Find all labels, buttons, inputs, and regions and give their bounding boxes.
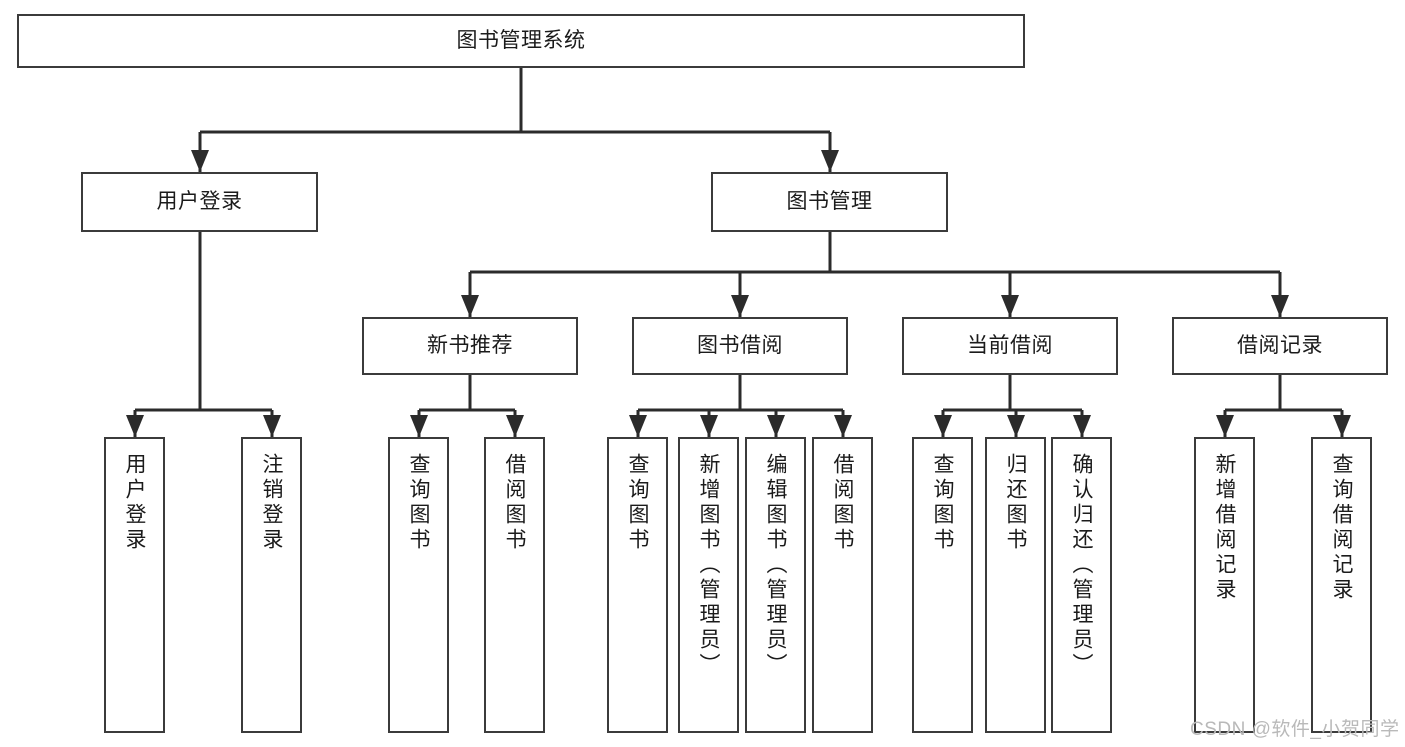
node-leaf-logout[interactable]: 注销登录 [241, 437, 302, 733]
edge-arrowhead [191, 150, 209, 172]
node-label-leaf-add-record: 新增借阅记录 [1213, 453, 1236, 603]
edge-arrowhead [1001, 295, 1019, 317]
edge-arrowhead [1007, 415, 1025, 437]
node-label-book-manage: 图书管理 [786, 190, 873, 214]
edge-arrowhead [410, 415, 428, 437]
node-label-book-borrow: 图书借阅 [697, 334, 783, 358]
node-label-leaf-borrow-book-2: 借阅图书 [831, 453, 854, 553]
node-label-leaf-logout: 注销登录 [260, 453, 283, 553]
node-leaf-return-book[interactable]: 归还图书 [985, 437, 1046, 733]
edge-arrowhead [834, 415, 852, 437]
node-book-manage[interactable]: 图书管理 [711, 172, 948, 232]
edge-arrowhead [263, 415, 281, 437]
edge-arrowhead [1216, 415, 1234, 437]
node-root[interactable]: 图书管理系统 [17, 14, 1025, 68]
node-leaf-query-book-2[interactable]: 查询图书 [607, 437, 668, 733]
edge-arrowhead [126, 415, 144, 437]
edge-arrowhead [1271, 295, 1289, 317]
node-label-user-login: 用户登录 [156, 190, 243, 214]
node-leaf-edit-book[interactable]: 编辑图书（管理员） [745, 437, 806, 733]
edge-arrowhead [767, 415, 785, 437]
node-user-login[interactable]: 用户登录 [81, 172, 318, 232]
node-label-new-book-rec: 新书推荐 [427, 334, 513, 358]
node-label-root: 图书管理系统 [456, 29, 586, 53]
node-new-book-rec[interactable]: 新书推荐 [362, 317, 578, 375]
edge-arrowhead [731, 295, 749, 317]
edge-arrowhead [821, 150, 839, 172]
edge-arrowhead [1073, 415, 1091, 437]
node-leaf-add-book[interactable]: 新增图书（管理员） [678, 437, 739, 733]
node-label-leaf-add-book: 新增图书（管理员） [697, 453, 720, 678]
node-current-borrow[interactable]: 当前借阅 [902, 317, 1118, 375]
edge-arrowhead [461, 295, 479, 317]
node-label-leaf-query-record: 查询借阅记录 [1330, 453, 1353, 603]
edge-arrowhead [700, 415, 718, 437]
node-leaf-borrow-book-1[interactable]: 借阅图书 [484, 437, 545, 733]
edge-arrowhead [506, 415, 524, 437]
node-leaf-borrow-book-2[interactable]: 借阅图书 [812, 437, 873, 733]
csdn-watermark: CSDN @软件_小贺同学 [1190, 719, 1400, 740]
edge-arrowhead [934, 415, 952, 437]
node-leaf-query-book-1[interactable]: 查询图书 [388, 437, 449, 733]
node-label-leaf-borrow-book-1: 借阅图书 [503, 453, 526, 553]
node-label-leaf-edit-book: 编辑图书（管理员） [764, 453, 787, 678]
node-label-leaf-query-book-1: 查询图书 [407, 453, 430, 553]
node-leaf-confirm-return[interactable]: 确认归还（管理员） [1051, 437, 1112, 733]
node-leaf-query-book-3[interactable]: 查询图书 [912, 437, 973, 733]
node-label-leaf-return-book: 归还图书 [1004, 453, 1027, 553]
node-label-leaf-confirm-return: 确认归还（管理员） [1070, 453, 1093, 678]
node-label-leaf-query-book-2: 查询图书 [626, 453, 649, 553]
node-label-leaf-query-book-3: 查询图书 [931, 453, 954, 553]
edge-arrowhead [629, 415, 647, 437]
node-leaf-add-record[interactable]: 新增借阅记录 [1194, 437, 1255, 733]
node-book-borrow[interactable]: 图书借阅 [632, 317, 848, 375]
node-label-borrow-record: 借阅记录 [1237, 334, 1323, 358]
node-leaf-user-login[interactable]: 用户登录 [104, 437, 165, 733]
node-label-current-borrow: 当前借阅 [967, 334, 1053, 358]
edge-arrowhead [1333, 415, 1351, 437]
node-label-leaf-user-login: 用户登录 [123, 453, 146, 553]
node-borrow-record[interactable]: 借阅记录 [1172, 317, 1388, 375]
node-leaf-query-record[interactable]: 查询借阅记录 [1311, 437, 1372, 733]
